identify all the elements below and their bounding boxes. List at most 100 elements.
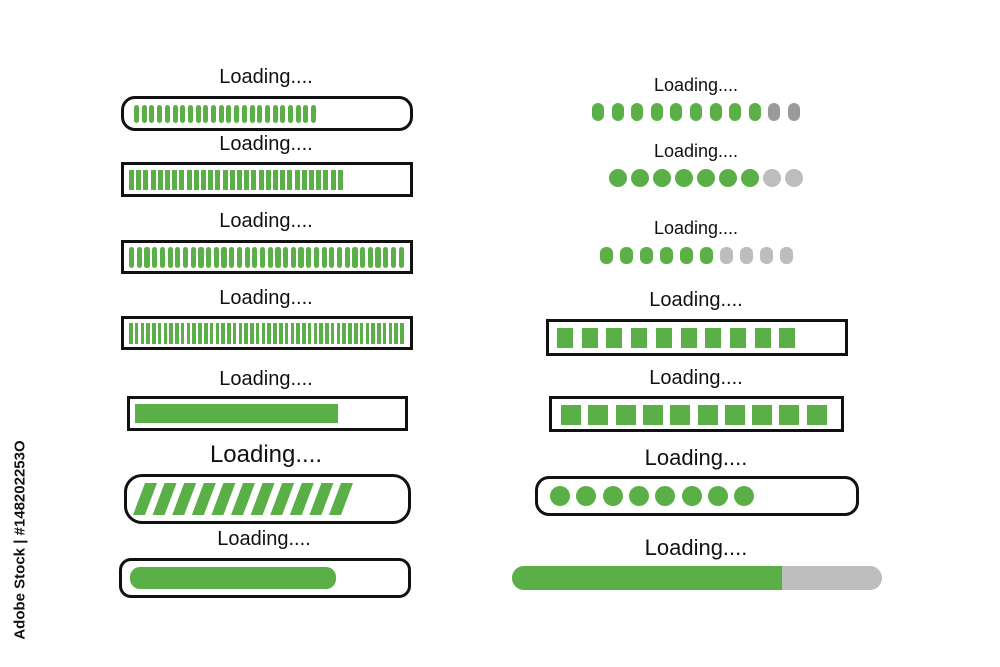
bar-segment <box>325 323 329 344</box>
bar-segment <box>201 170 206 190</box>
bar-segment <box>301 170 307 190</box>
loading-label-r5: Loading.... <box>649 367 743 389</box>
stripe-segment <box>231 483 255 515</box>
bar-segment <box>140 323 145 344</box>
bar-segment <box>330 323 335 344</box>
bar-segment <box>149 105 155 123</box>
bar-segment <box>206 247 212 268</box>
bar-segment <box>309 170 314 190</box>
bar-segment <box>375 247 381 268</box>
bar-segment <box>134 323 139 344</box>
bar-segment <box>129 247 135 268</box>
bar-segment <box>167 247 173 268</box>
bar-segment <box>204 323 208 344</box>
bar-segment <box>398 247 404 268</box>
bar-segment <box>157 323 162 344</box>
bar-segment <box>180 105 186 123</box>
bar-segment <box>581 328 598 348</box>
stripe-segment <box>152 483 177 515</box>
bar-segment <box>330 170 336 190</box>
bar-segment <box>234 105 240 123</box>
bar-segment <box>290 323 295 344</box>
bar-segment <box>215 170 221 190</box>
progress-bar-2 <box>121 162 413 197</box>
bar-segment <box>143 170 149 190</box>
bar-segment <box>298 247 304 268</box>
bar-segment <box>779 405 800 425</box>
bar-segment <box>290 247 296 268</box>
loading-dot <box>602 486 623 506</box>
bar-segment <box>319 323 323 344</box>
bar-segment <box>136 247 142 268</box>
loading-dot <box>734 486 755 506</box>
bar-segment <box>152 323 156 344</box>
loading-label-r4: Loading.... <box>649 289 743 311</box>
bar-segment <box>238 323 243 344</box>
bar-segment <box>186 323 191 344</box>
bar-segment <box>724 405 745 425</box>
loading-dot <box>655 486 676 506</box>
stripe-segment <box>133 483 157 515</box>
bar-segment <box>280 105 286 123</box>
loading-label-r2: Loading.... <box>653 141 739 161</box>
progress-bar-7 <box>119 558 411 598</box>
bar-segment <box>779 328 796 348</box>
bar-segment <box>244 170 250 190</box>
bar-segment <box>218 105 224 123</box>
bar-segment <box>203 105 209 123</box>
bar-segment <box>303 105 309 123</box>
bar-segment <box>284 323 289 344</box>
bar-segment <box>221 323 225 344</box>
bar-segment <box>388 323 393 344</box>
bar-segment <box>249 105 255 123</box>
bar-segment <box>175 247 181 268</box>
bar-segment <box>259 247 266 268</box>
bar-segment <box>241 105 247 123</box>
bar-segment <box>321 247 327 268</box>
stripe-segment <box>309 483 334 515</box>
loading-label-5: Loading.... <box>219 368 313 390</box>
bar-segment <box>359 323 364 344</box>
loading-dot <box>609 169 627 187</box>
bar-segment <box>222 170 228 190</box>
loading-dot <box>660 247 673 264</box>
bar-segment <box>323 170 329 190</box>
progress-bar-6 <box>124 474 411 524</box>
bar-segment <box>283 247 289 268</box>
bar-segment <box>680 328 697 348</box>
bar-segment <box>215 323 220 344</box>
loading-label-r1: Loading.... <box>653 75 739 95</box>
progress-bar-5 <box>127 396 408 431</box>
loading-label-r7: Loading.... <box>644 535 748 560</box>
bar-segment <box>129 323 133 344</box>
bar-segment <box>383 247 389 268</box>
loading-dot <box>700 247 713 264</box>
loading-dot <box>780 247 793 264</box>
loading-dot <box>600 247 613 264</box>
bar-segment <box>229 170 235 190</box>
bar-segment <box>400 323 404 344</box>
bar-segment <box>267 247 273 268</box>
progress-bar-r4 <box>546 319 848 356</box>
loading-dot <box>640 247 653 264</box>
bar-segment <box>655 328 672 348</box>
loading-dot <box>788 103 800 121</box>
bar-segment <box>390 247 397 268</box>
bar-segment <box>172 105 178 123</box>
bar-segment <box>367 247 373 268</box>
loading-label-1: Loading.... <box>219 66 313 88</box>
loading-dot <box>768 103 781 121</box>
stock-id-text: Adobe Stock | #148202253O <box>11 440 29 640</box>
bar-segment <box>172 170 178 190</box>
bar-segment <box>141 105 147 123</box>
bar-segment <box>236 247 243 268</box>
bar-segment <box>211 105 216 123</box>
bar-segment <box>134 105 139 123</box>
loading-dot <box>670 103 683 121</box>
bar-segment <box>251 170 257 190</box>
bar-segment <box>229 247 235 268</box>
loading-dot <box>763 169 781 187</box>
bar-segment <box>354 323 358 344</box>
bar-segment <box>232 323 237 344</box>
bar-segment <box>179 170 185 190</box>
